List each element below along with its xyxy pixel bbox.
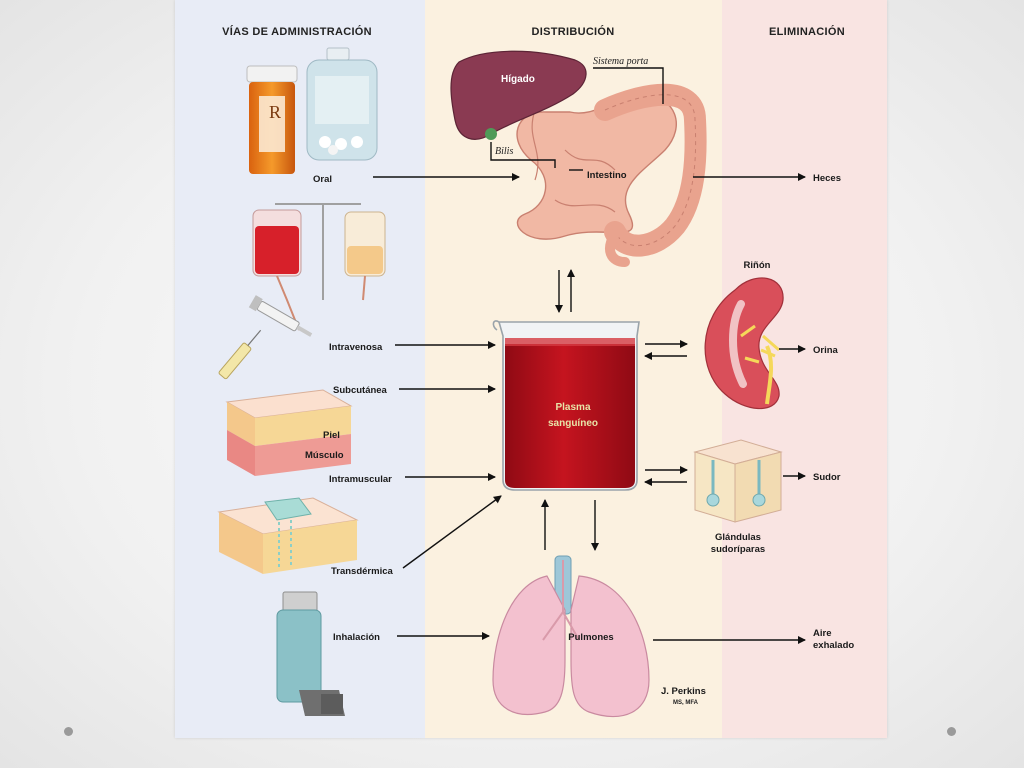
sweat-gland-block <box>693 439 783 523</box>
diagram-card: VÍAS DE ADMINISTRACIÓN DISTRIBUCIÓN ELIM… <box>175 0 887 738</box>
intestine-label: Intestino <box>587 170 627 181</box>
header-distribution: DISTRIBUCIÓN <box>531 25 614 38</box>
kidney-label: Riñón <box>744 260 771 271</box>
route-oral: Oral <box>313 174 332 185</box>
route-intravenous: Intravenosa <box>329 342 383 353</box>
medicine-jar-icon <box>306 47 378 161</box>
route-subcutaneous: Subcutánea <box>333 385 388 396</box>
sweat-glands-label-line2: sudoríparas <box>711 544 765 555</box>
header-administration: VÍAS DE ADMINISTRACIÓN <box>222 25 372 38</box>
iv-bag-icon <box>252 203 386 331</box>
inhaler-icon <box>276 591 345 716</box>
plasma-label-line2: sanguíneo <box>548 418 598 429</box>
plasma-label-line1: Plasma <box>555 402 590 413</box>
svg-text:R: R <box>269 102 281 122</box>
skin-section-icon: Piel Músculo <box>225 389 353 476</box>
output-sweat: Sudor <box>813 472 841 483</box>
liver-label: Hígado <box>501 74 535 85</box>
bile-line <box>490 142 556 168</box>
route-inhalation: Inhalación <box>333 632 380 643</box>
intestine-organ <box>516 83 707 267</box>
kidney-organ <box>704 277 784 410</box>
header-elimination: ELIMINACIÓN <box>769 25 845 38</box>
arrow-transdermal <box>402 495 502 569</box>
muscle-label: Músculo <box>305 450 344 461</box>
patch-icon <box>217 497 359 574</box>
route-intramuscular: Intramuscular <box>329 474 392 485</box>
syringe-icon <box>218 295 313 380</box>
portal-system-label: Sistema porta <box>593 56 648 67</box>
signature-name: J. Perkins <box>661 686 706 697</box>
plasma-beaker <box>492 320 640 491</box>
output-exhaled-line1: Aire <box>813 628 831 639</box>
pharmacokinetics-diagram: VÍAS DE ADMINISTRACIÓN DISTRIBUCIÓN ELIM… <box>175 0 887 738</box>
output-feces: Heces <box>813 173 841 184</box>
slide-dot-right <box>947 727 956 736</box>
portal-system-line <box>593 67 664 104</box>
output-urine: Orina <box>813 345 839 356</box>
signature-credentials: MS, MFA <box>673 700 699 706</box>
skin-label: Piel <box>323 430 340 441</box>
lungs-organ <box>492 555 650 718</box>
pill-bottle-icon: R <box>246 65 298 174</box>
sweat-glands-label-line1: Glándulas <box>715 532 761 543</box>
bile-label: Bilis <box>495 146 513 157</box>
output-exhaled-line2: exhalado <box>813 640 854 651</box>
route-transdermal: Transdérmica <box>331 566 393 577</box>
liver-organ <box>450 50 587 140</box>
slide-dot-left <box>64 727 73 736</box>
lungs-label: Pulmones <box>568 632 613 643</box>
